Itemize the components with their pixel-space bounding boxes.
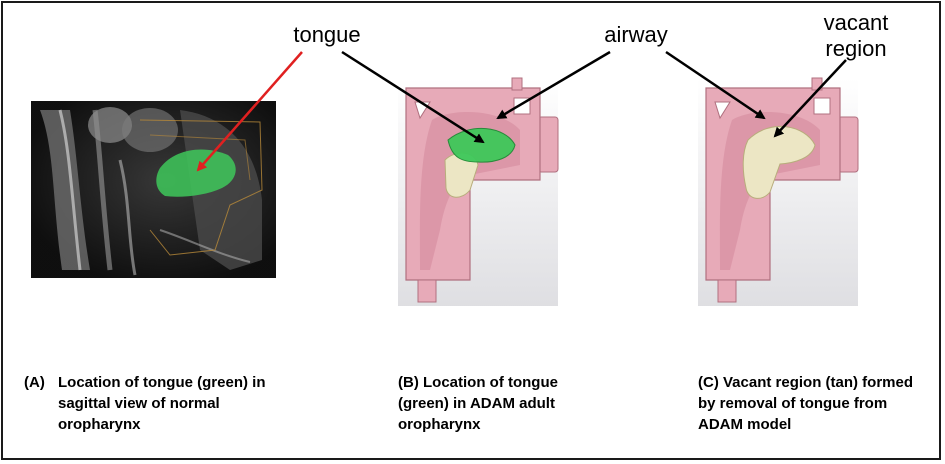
- tongue-arrow-black: [341, 50, 485, 144]
- caption-a-tag: (A): [24, 374, 45, 391]
- adam-model-vacant-region: [698, 77, 859, 306]
- caption-a-line1: Location of tongue (green) in: [58, 374, 266, 391]
- tongue-label: tongue: [293, 22, 361, 47]
- caption-c-line2: by removal of tongue from: [698, 395, 888, 412]
- adam-tongue-region: [447, 128, 516, 163]
- airway-arrow-c: [665, 50, 766, 120]
- caption-b-line3: oropharynx: [398, 416, 481, 433]
- airway-arrow-b: [496, 50, 611, 120]
- vacant-label-line2: region: [825, 36, 887, 61]
- caption-b-line1: (B) Location of tongue: [398, 374, 558, 391]
- vacant-label-line1: vacant: [823, 10, 889, 35]
- caption-c-line1: (C) Vacant region (tan) formed: [698, 374, 914, 391]
- caption-c-line3: ADAM model: [698, 416, 792, 433]
- caption-a: (A) Location of tongue (green) in sagitt…: [24, 372, 314, 435]
- airway-label: airway: [604, 22, 668, 47]
- tongue-arrow-red: [196, 51, 303, 172]
- caption-a-line3: oropharynx: [58, 416, 141, 433]
- caption-b: (B) Location of tongue (green) in ADAM a…: [398, 372, 628, 435]
- adam-model-with-tongue: [398, 77, 559, 306]
- vacant-region-arrow: [773, 59, 847, 138]
- vacant-tan-region: [742, 125, 816, 199]
- caption-b-line2: (green) in ADAM adult: [398, 395, 555, 412]
- mri-sagittal-image: [31, 101, 276, 278]
- mri-tongue-region: [156, 149, 236, 197]
- vacant-region-label: vacant region: [806, 10, 906, 62]
- caption-c: (C) Vacant region (tan) formed by remova…: [698, 372, 933, 435]
- caption-a-line2: sagittal view of normal: [58, 395, 220, 412]
